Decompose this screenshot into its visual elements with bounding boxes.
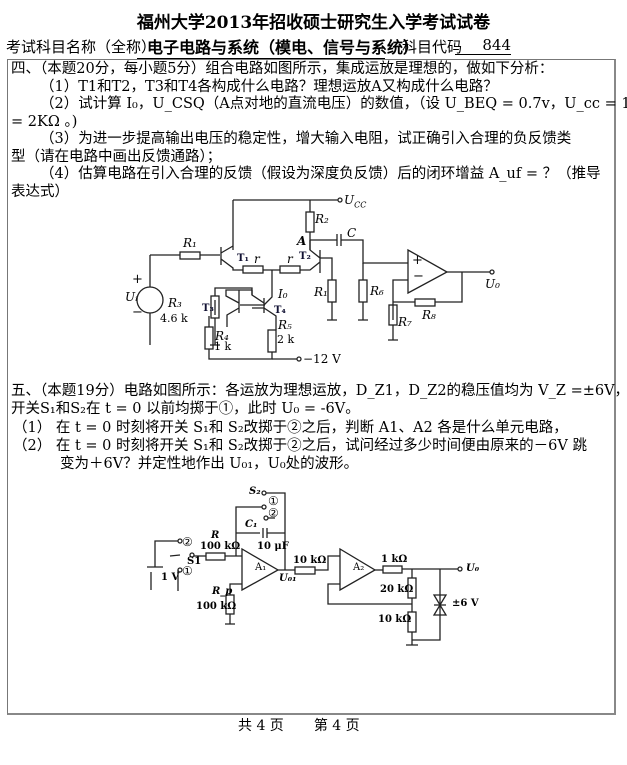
ui-label: Uᵢ: [125, 290, 138, 304]
code-label: 科目代码: [402, 38, 463, 56]
page-footer: 共 4 页 第 4 页: [238, 715, 360, 735]
uo-output-label: U₀: [466, 563, 480, 574]
c1-value: 10 μF: [257, 541, 289, 552]
subject-label: 考试科目名称（全称）: [6, 38, 157, 56]
r20k-label: 20 kΩ: [380, 584, 414, 595]
q4-line: （4）估算电路在引入合理的反馈（假设为深度负反馈）后的闭环增益 A_uf = ？…: [40, 166, 601, 182]
q4-line: （2）试计算 I₀，U_CSQ（A点对地的直流电压）的数值，（设 U_BEQ =…: [40, 96, 627, 112]
question-box: [7, 59, 616, 715]
s1-pos1: ①: [182, 564, 193, 578]
q5-line: （2） 在 t = 0 时刻将开关 S₁和 S₂改掷于②之后，试问经过多少时间便…: [13, 438, 587, 454]
r8-label: R₈: [422, 308, 436, 322]
q4-line: = 2KΩ 。): [11, 114, 78, 130]
r6-label: R₆: [370, 284, 384, 298]
r-label: R: [211, 530, 220, 541]
io-label: I₀: [278, 287, 288, 301]
battery-value: 1 V: [161, 572, 180, 583]
total-pages: 共 4 页: [238, 718, 284, 734]
r2-label: R₂: [315, 212, 329, 226]
q4-line: 型（请在电路中画出反馈通路）；: [11, 149, 222, 165]
r1-label: R₁: [183, 236, 197, 250]
r1-right-label: R₁: [314, 285, 328, 299]
opamp-minus: −: [413, 269, 424, 284]
c1-label: C₁: [245, 519, 258, 530]
rp-label: R_p: [212, 586, 233, 597]
ucc-label: UCC: [344, 193, 367, 210]
r4-label: R₄: [215, 329, 229, 343]
t1-label: T₁: [237, 253, 249, 264]
r4-value: 1 k: [214, 340, 232, 353]
s1-label: S1: [187, 556, 202, 567]
source-plus: +: [132, 272, 143, 287]
q5-line: 开关S₁和S₂在 t = 0 以前均掷于①，此时 U₀ = -6V。: [11, 401, 360, 417]
c-label: C: [347, 226, 357, 240]
r5-value: 2 k: [277, 333, 295, 346]
s2-pos2: ②: [268, 506, 279, 520]
code-value: 844: [455, 36, 511, 55]
r-right-label: r: [287, 252, 293, 266]
zener-label: ±6 V: [452, 598, 479, 609]
r3-label: R₃: [168, 296, 182, 310]
exam-title: 福州大学2013年招收硕士研究生入学考试试卷: [136, 13, 491, 33]
vee-label: −12 V: [303, 352, 341, 366]
q5-line: 五、（本题19分）电路如图所示：各运放为理想运放，D_Z1，D_Z2的稳压值均为…: [11, 383, 627, 399]
t4-label: T₄: [274, 305, 286, 316]
r7-label: R₇: [398, 315, 412, 329]
source-minus: −: [132, 305, 143, 320]
current-page: 第 4 页: [313, 718, 360, 734]
r1k-label: 1 kΩ: [381, 554, 408, 565]
q4-line: 表达式）: [11, 184, 69, 200]
uo-label: U₀: [485, 277, 500, 291]
r-left-label: r: [254, 252, 260, 266]
t2-label: T₂: [299, 251, 311, 262]
r10k-bottom-label: 10 kΩ: [378, 614, 412, 625]
node-a-label: A: [297, 234, 307, 248]
opamp-plus: +: [412, 253, 423, 268]
r10k-label: 10 kΩ: [293, 555, 327, 566]
r5-label: R₅: [278, 318, 292, 332]
t3-label: T₃: [202, 303, 214, 314]
s2-label: S₂: [249, 486, 261, 497]
subject-name: 电子电路与系统（模电、信号与系统）: [137, 34, 419, 59]
uo1-label: U₀₁: [279, 573, 297, 584]
q4-line: （1）T1和T2，T3和T4各构成什么电路？理想运放A又构成什么电路？: [40, 79, 498, 95]
q5-line: （1） 在 t = 0 时刻将开关 S₁和 S₂改掷于②之后，判断 A1、A2 …: [13, 420, 568, 436]
q5-line: 变为＋6V？并定性地作出 U₀₁，U₀处的波形。: [60, 456, 359, 472]
rp-value: 100 kΩ: [196, 601, 237, 612]
q4-line: （3）为进一步提高输出电压的稳定性，增大输入电阻，试正确引入合理的负反馈类: [40, 131, 572, 147]
s2-pos1: ①: [268, 494, 279, 508]
r3-value: 4.6 k: [160, 312, 188, 325]
a2-label: A₂: [353, 562, 365, 573]
s1-pos2: ②: [182, 535, 193, 549]
q4-line: 四、（本题20分，每小题5分）组合电路如图所示，集成运放是理想的，做如下分析：: [11, 61, 554, 77]
r-value: 100 kΩ: [200, 541, 241, 552]
a1-label: A₁: [255, 562, 267, 573]
